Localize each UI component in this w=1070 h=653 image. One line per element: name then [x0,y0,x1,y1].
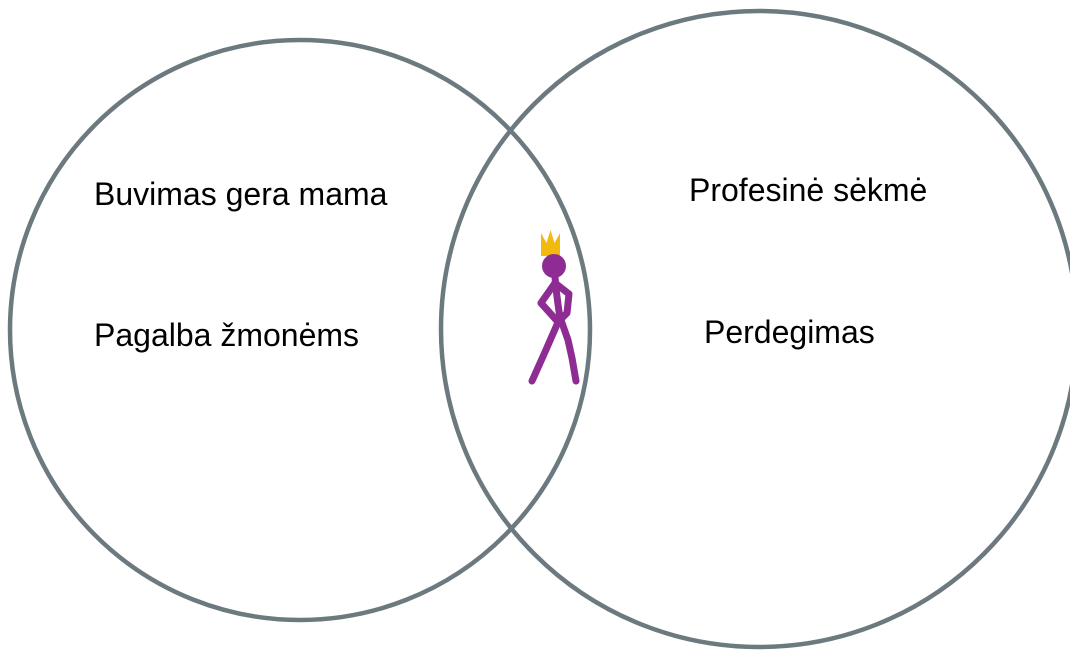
figure-left-leg [528,316,563,385]
crowned-stick-figure-icon [528,230,580,385]
right-set-item-1: Profesinė sėkmė [689,172,928,208]
crown-icon [541,230,560,256]
figure-head [542,254,566,278]
figure-right-leg [557,316,580,385]
figure-left-arm [537,279,562,326]
left-set-circle [7,37,593,623]
right-set-item-2: Perdegimas [704,314,875,350]
left-set-item-1: Buvimas gera mama [94,176,388,212]
left-set-item-2: Pagalba žmonėms [94,317,360,353]
stick-figure-body [528,254,580,385]
right-set-circle [438,8,1070,650]
